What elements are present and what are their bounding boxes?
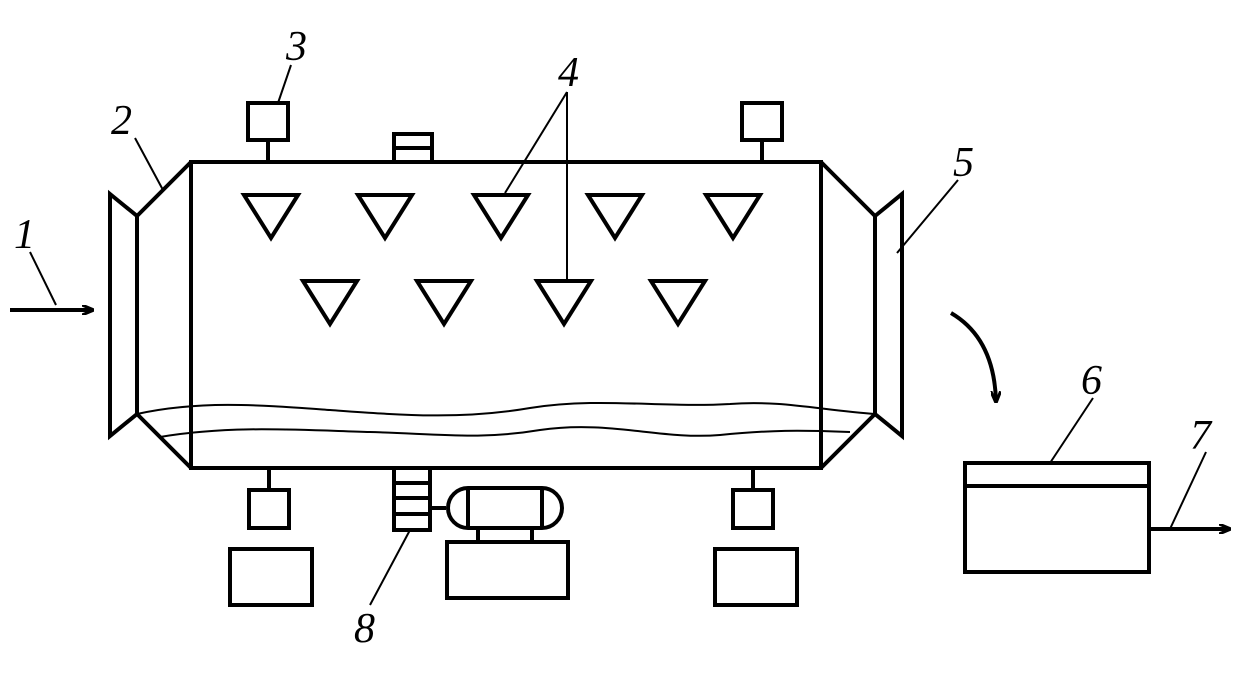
top-support-right: [740, 101, 784, 162]
nozzle-row-lower: [299, 279, 709, 328]
label-5: 5: [953, 140, 974, 186]
drive-motor: [430, 486, 570, 600]
leader-lines: [29, 64, 1207, 606]
inlet-cone: [108, 160, 193, 470]
label-1: 1: [14, 212, 35, 258]
transfer-arrow: [949, 311, 996, 402]
outlet-cone: [819, 160, 904, 470]
top-support-left: [246, 101, 290, 162]
label-3: 3: [285, 24, 307, 70]
label-8: 8: [354, 606, 375, 652]
label-4: 4: [558, 50, 579, 96]
top-hatch: [392, 132, 434, 164]
drum-body: [189, 160, 823, 470]
liquid-surface: [136, 401, 876, 438]
bottom-support-right: [713, 468, 799, 607]
label-7: 7: [1190, 413, 1213, 459]
collection-tank: [963, 461, 1151, 574]
drive-gear: [392, 466, 432, 532]
nozzle-row-upper: [240, 193, 764, 242]
label-2: 2: [111, 98, 132, 144]
label-6: 6: [1081, 358, 1102, 404]
bottom-support-left: [228, 468, 314, 607]
